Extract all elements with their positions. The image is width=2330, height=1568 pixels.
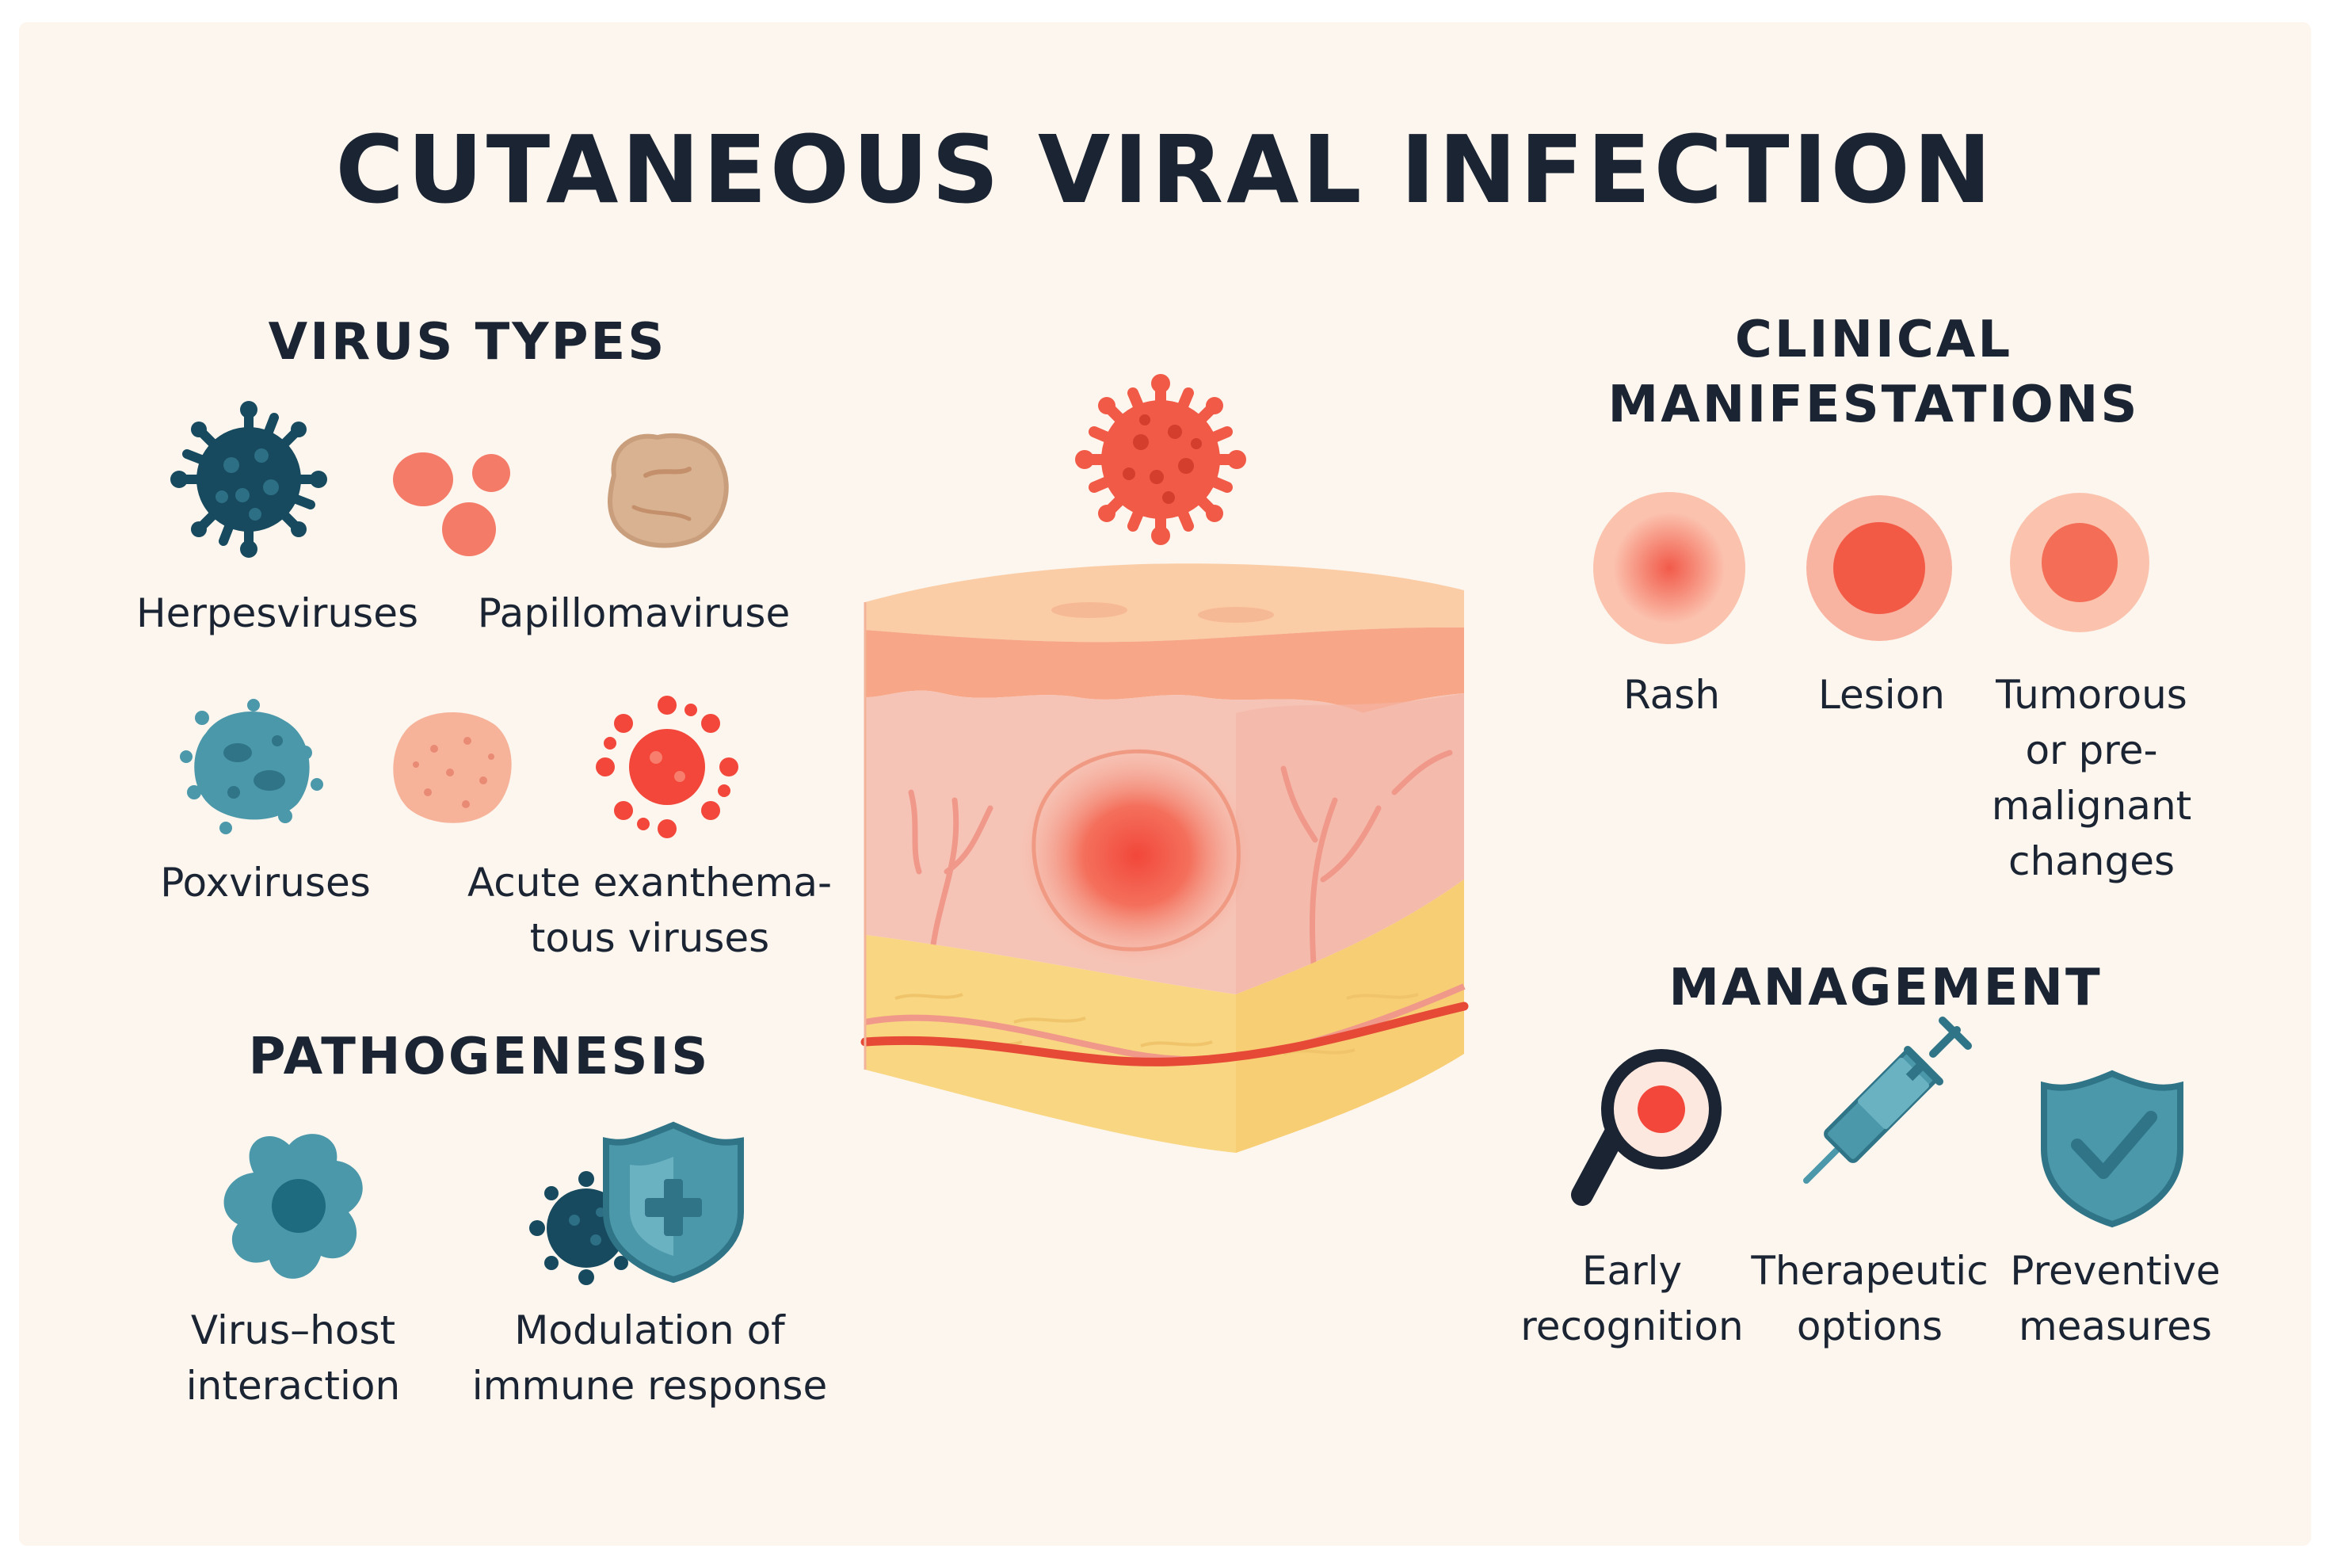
- dermal-lesion: [1018, 745, 1256, 967]
- early-recognition-label-line1: Early: [1581, 1248, 1683, 1294]
- exanthem-virus-icon: [596, 696, 738, 838]
- therapeutic-label-line1: Therapeutic: [1751, 1248, 1989, 1294]
- acute-exanthematous-label-line2: tous viruses: [529, 915, 770, 961]
- papillomavirus-label: Papillomaviruse: [477, 590, 791, 636]
- tumorous-label-line3: malignant: [1991, 783, 2192, 829]
- virus-host-label-line1: Virus–host: [190, 1307, 396, 1353]
- lesion-icon: [1806, 495, 1952, 641]
- papilloma-dots-icon: [393, 452, 510, 556]
- herpesvirus-icon: [170, 401, 327, 558]
- tumorous-label-line2: or pre-: [2025, 727, 2158, 773]
- virus-host-cell-icon: [223, 1134, 363, 1279]
- acute-exanthematous-label-line1: Acute exanthema-: [467, 860, 832, 906]
- rash-icon: [1593, 492, 1745, 644]
- tumorous-label-line4: changes: [2008, 838, 2176, 884]
- skin-cross-section: [860, 563, 1469, 1153]
- immune-shield-icon: [603, 1121, 744, 1284]
- tumor-icon: [2010, 493, 2149, 632]
- herpesviruses-label: Herpesviruses: [135, 590, 419, 636]
- magnifier-icon: [1571, 1049, 1722, 1206]
- exanthem-blob-icon: [393, 712, 512, 823]
- poster-title: CUTANEOUS VIRAL INFECTION: [335, 115, 1995, 224]
- poxviruses-label: Poxviruses: [160, 860, 371, 906]
- center-virus-icon: [1075, 374, 1246, 545]
- tumorous-label-line1: Tumorous: [1996, 672, 2187, 718]
- shield-check-icon: [2041, 1070, 2183, 1228]
- papilloma-wart-icon: [608, 433, 729, 548]
- virus-host-label-line2: interaction: [185, 1363, 401, 1409]
- immune-response-label-line1: Modulation of: [514, 1307, 785, 1353]
- lesion-label: Lesion: [1818, 672, 1945, 718]
- pathogenesis-heading: PATHOGENESIS: [248, 1028, 711, 1086]
- immune-response-label-line2: immune response: [471, 1363, 828, 1409]
- management-heading: MANAGEMENT: [1668, 959, 2103, 1017]
- early-recognition-label-line2: recognition: [1520, 1303, 1744, 1349]
- skin-top-surface: [865, 563, 1464, 643]
- clinical-heading-line2: MANIFESTATIONS: [1607, 376, 2140, 434]
- rash-label: Rash: [1623, 672, 1721, 718]
- preventive-label-line1: Preventive: [2010, 1248, 2221, 1294]
- syringe-icon: [1803, 1017, 1972, 1184]
- clinical-heading-line1: CLINICAL: [1734, 311, 2013, 369]
- virus-types-heading: VIRUS TYPES: [268, 313, 667, 372]
- preventive-label-line2: measures: [2018, 1303, 2213, 1349]
- therapeutic-label-line2: options: [1796, 1303, 1943, 1349]
- poxvirus-icon: [180, 699, 323, 834]
